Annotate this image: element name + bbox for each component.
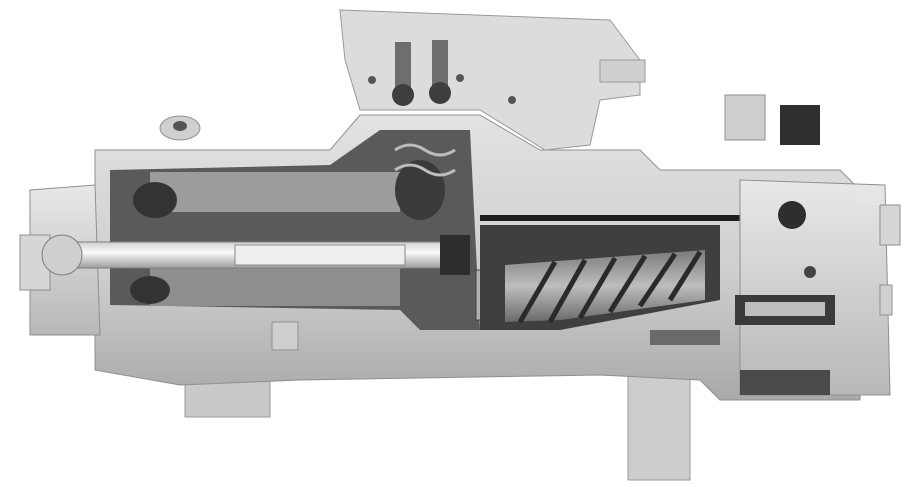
lug-hole-1 <box>368 76 376 84</box>
winding-end-left-lower <box>130 276 170 304</box>
stator-lower <box>150 268 400 306</box>
spring-hole <box>804 266 816 278</box>
piston-spring <box>745 302 825 316</box>
screw-rotor <box>505 250 705 322</box>
lower-slot <box>650 330 720 345</box>
winding-end-left-upper <box>133 182 177 218</box>
winding-end-right-upper <box>395 160 445 220</box>
terminal-post-left <box>395 42 411 97</box>
sensor-block-dark <box>780 105 820 145</box>
top-terminal-housing <box>339 9 641 151</box>
terminal-post-right <box>432 40 448 95</box>
right-end-cap <box>739 179 891 396</box>
control-gear <box>778 201 806 229</box>
lug-hole-3 <box>508 96 516 104</box>
rotor-lobes <box>517 250 703 324</box>
bearing-housing <box>440 235 470 275</box>
right-cap-plug <box>879 204 901 246</box>
terminal-nut-left <box>392 84 414 106</box>
mount-bolt <box>271 321 299 351</box>
right-foot <box>627 374 691 481</box>
side-port <box>858 195 880 205</box>
winding-coils <box>394 143 456 177</box>
terminal-bracket <box>599 59 646 83</box>
sensor-block-light <box>724 94 766 141</box>
slide-valve-rod <box>480 215 860 221</box>
terminal-nut-right <box>429 82 451 104</box>
lifting-eye-hole <box>173 121 187 131</box>
lower-cavity <box>740 370 830 395</box>
stator-upper <box>150 172 400 212</box>
lug-hole-2 <box>456 74 464 82</box>
shaft-collar <box>234 244 406 266</box>
shaft-end-bore <box>41 234 83 276</box>
right-cap-plug-lower <box>879 284 893 316</box>
